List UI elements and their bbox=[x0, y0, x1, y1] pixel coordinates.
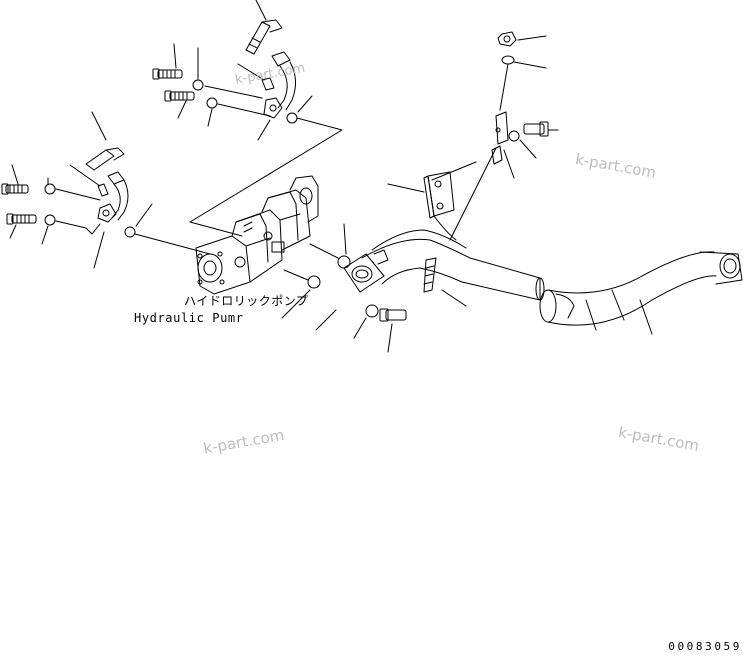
mounting-bracket bbox=[423, 171, 457, 241]
bracket-washer bbox=[508, 130, 520, 142]
tube-bolt bbox=[379, 308, 407, 322]
pump-o-ring-1 bbox=[337, 255, 351, 269]
left-elbow-fitting bbox=[85, 147, 129, 223]
nut bbox=[497, 31, 517, 47]
upper-washer-2 bbox=[206, 97, 218, 109]
pump-o-ring-2 bbox=[307, 275, 321, 289]
upper-elbow-fitting bbox=[245, 19, 296, 119]
left-o-ring bbox=[124, 226, 136, 238]
tube-clip bbox=[423, 257, 437, 293]
suction-hose bbox=[539, 251, 743, 331]
suction-tube bbox=[343, 229, 545, 301]
upper-bolt-1 bbox=[152, 68, 183, 80]
tube-washer bbox=[365, 304, 379, 318]
stay-plate bbox=[491, 111, 509, 165]
drawing-code: 00083059 bbox=[668, 640, 742, 653]
left-bolt-upper bbox=[1, 183, 29, 195]
left-washer-lower bbox=[44, 214, 56, 226]
upper-o-ring bbox=[286, 112, 298, 124]
nut-washer bbox=[501, 55, 515, 65]
left-washer-upper bbox=[44, 183, 56, 195]
pump-label-japanese: ハイドロリックポンプ bbox=[184, 294, 309, 308]
bracket-bolt bbox=[523, 121, 549, 137]
hydraulic-pump bbox=[195, 175, 319, 295]
pump-label-english: Hydraulic Pumr bbox=[134, 311, 244, 325]
upper-bolt-2 bbox=[164, 90, 195, 102]
left-bolt-lower bbox=[6, 213, 37, 225]
upper-washer-1 bbox=[192, 79, 204, 91]
